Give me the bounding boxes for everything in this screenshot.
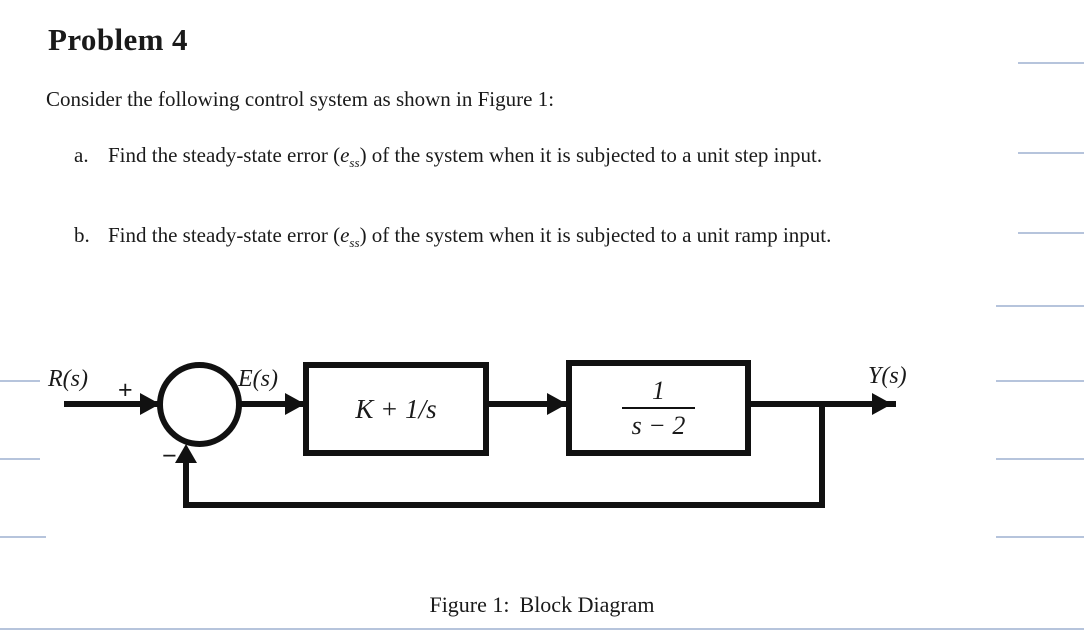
error-arrowhead bbox=[285, 393, 305, 415]
ess-symbol: ess bbox=[340, 223, 360, 251]
block-diagram: R(s) + − E(s) K + 1/s 1 s − 2 Y(s) bbox=[0, 330, 1084, 642]
list-item-marker: a. bbox=[74, 143, 89, 167]
list-item-marker: b. bbox=[74, 223, 90, 247]
list-item-text-before: Find the steady-state error ( bbox=[108, 143, 341, 167]
ess-subscript: ss bbox=[349, 235, 360, 251]
list-item: b. Find the steady-state error (ess) of … bbox=[74, 220, 994, 258]
input-wire bbox=[64, 401, 160, 407]
ess-base: e bbox=[340, 143, 350, 167]
ruled-line bbox=[996, 305, 1084, 307]
ruled-line bbox=[1018, 62, 1084, 64]
feedback-return-wire bbox=[183, 462, 189, 506]
ess-base: e bbox=[340, 223, 350, 247]
summing-plus-sign: + bbox=[118, 376, 133, 404]
feedback-takeoff-wire bbox=[819, 401, 825, 508]
output-arrowhead bbox=[872, 393, 892, 415]
list-item: a. Find the steady-state error (ess) of … bbox=[74, 140, 994, 178]
ruled-line bbox=[1018, 232, 1084, 234]
ess-symbol: ess bbox=[340, 143, 360, 171]
list-item-text-after: ) of the system when it is subjected to … bbox=[359, 223, 832, 247]
output-signal-label: Y(s) bbox=[868, 363, 907, 389]
summing-minus-sign: − bbox=[162, 442, 177, 470]
list-item-text-after: ) of the system when it is subjected to … bbox=[359, 143, 823, 167]
controller-to-plant-wire bbox=[489, 401, 569, 407]
intro-text: Consider the following control system as… bbox=[46, 87, 555, 111]
list-item-text: Find the steady-state error (ess) of the… bbox=[108, 140, 994, 178]
input-signal-label: R(s) bbox=[48, 366, 88, 392]
error-signal-label: E(s) bbox=[238, 366, 278, 392]
ruled-line bbox=[1018, 152, 1084, 154]
input-arrowhead bbox=[140, 393, 160, 415]
list-item-text-before: Find the steady-state error ( bbox=[108, 223, 341, 247]
feedback-arrowhead bbox=[175, 444, 197, 463]
summing-junction bbox=[157, 362, 242, 447]
plant-input-arrowhead bbox=[547, 393, 567, 415]
fraction-bar bbox=[621, 406, 696, 409]
error-wire bbox=[240, 401, 308, 407]
figure-caption-text: Block Diagram bbox=[519, 592, 655, 617]
plant-denominator: s − 2 bbox=[631, 410, 686, 440]
plant-numerator: 1 bbox=[651, 376, 665, 406]
figure-caption-label: Figure 1: bbox=[429, 592, 510, 617]
figure-caption: Figure 1: Block Diagram bbox=[0, 592, 1084, 618]
plant-block: 1 s − 2 bbox=[566, 360, 751, 456]
list-item-text: Find the steady-state error (ess) of the… bbox=[108, 220, 994, 258]
ess-subscript: ss bbox=[349, 155, 360, 171]
page-title: Problem 4 bbox=[48, 22, 188, 57]
feedback-horizontal-wire bbox=[183, 502, 825, 508]
controller-block: K + 1/s bbox=[303, 362, 489, 456]
plant-transfer-function: 1 s − 2 bbox=[621, 376, 696, 440]
